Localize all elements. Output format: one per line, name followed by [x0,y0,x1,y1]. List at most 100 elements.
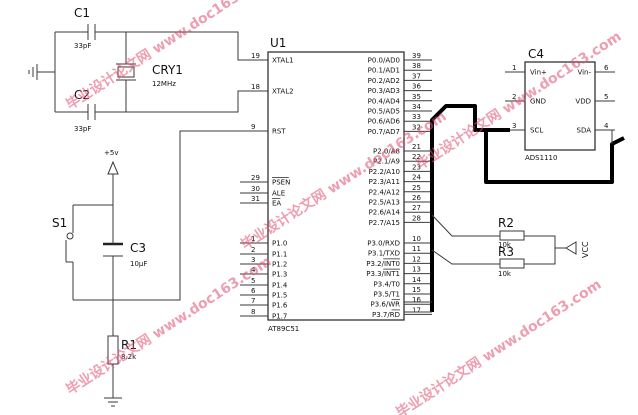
pullup-network [431,214,566,265]
c3-value: 10μF [130,260,147,268]
switch-s1: S1 [52,216,74,263]
crystal-cry1: CRY1 12MHz [116,63,183,88]
pin-name: EA [272,200,281,208]
pin-name: VDD [575,98,591,106]
pin-number: 26 [412,194,421,202]
u1-body [267,51,405,321]
pin-number: 19 [251,52,260,60]
pin-number: 13 [412,266,421,274]
pin-number: 37 [412,72,421,80]
pin-name: RST [272,128,286,136]
ground-left-icon [28,64,38,80]
pin-number: 12 [412,255,421,263]
pin-name: P2.0/A8 [373,148,400,156]
c2-label: C2 [74,88,90,102]
reset-network [72,130,268,398]
u1-pin-p1-6: 7P1.6 [240,297,288,310]
pin-name: P3.3/INT1 [366,270,400,278]
pin-number: 11 [412,245,421,253]
u1-pin-p1-5: 6P1.5 [240,287,287,300]
pin-number: 4 [251,266,256,274]
resistor-r2: R2 10k [498,216,525,249]
supply-vcc: VCC [565,241,590,258]
pin-name: P2.6/A14 [369,209,401,217]
resistor-r3: R3 10k [498,245,525,278]
pin-number: 7 [251,297,255,305]
pin-name: P3.0/RXD [367,240,400,248]
pin-number: 14 [412,276,421,284]
pin-name: P1.7 [272,313,287,321]
u1-right-pins: 39P0.0/AD038P0.1/AD137P0.2/AD236P0.3/AD3… [366,52,432,319]
u1-pin-p1-1: 2P1.1 [240,246,287,259]
c4-label: C4 [528,47,544,61]
r2-label: R2 [498,216,514,230]
u1-pin-p1-0: 1P1.0 [240,235,287,248]
pin-number: 9 [251,123,255,131]
pin-name: P2.5/A13 [369,199,400,207]
pin-number: 23 [412,163,421,171]
pin-number: 8 [251,308,255,316]
u1-label: U1 [270,36,286,50]
pin-number: 2 [512,93,516,101]
c2-value: 33pF [74,125,91,133]
pin-name: P3.4/T0 [374,280,400,288]
r1-value: 8.2k [121,353,137,361]
pin-name: P0.3/AD3 [368,87,400,95]
pin-number: 6 [604,64,609,72]
pin-number: 10 [412,235,421,243]
u1-pin-p1-3: 4P1.3 [240,266,287,279]
pin-number: 5 [251,277,255,285]
pin-number: 30 [251,185,260,193]
pin-name: P1.0 [272,240,287,248]
pin-name: P1.3 [272,271,287,279]
watermark-text: 毕业设计论文网 www.doc163.com [413,28,624,174]
c4-model: ADS1110 [525,154,557,162]
pin-name: P0.1/AD1 [368,67,400,75]
pin-number: 35 [412,93,421,101]
pin-name: P2.4/A12 [369,188,400,196]
r3-label: R3 [498,245,514,259]
resistor-r1: R1 8.2k [107,335,137,365]
pin-number: 25 [412,184,421,192]
r3-value: 10k [498,270,512,278]
pin-number: 24 [412,174,421,182]
pin-name: P0.7/AD7 [368,128,400,136]
pin-number: 31 [251,195,260,203]
c1-label: C1 [74,6,90,20]
pin-name: P3.2/INT0 [366,260,400,268]
pin-name: SCL [530,127,543,135]
pin-number: 1 [251,235,255,243]
r1-label: R1 [121,338,137,352]
pin-name: P2.3/A11 [369,178,400,186]
r2-value: 10k [498,241,512,249]
cry1-value: 12MHz [152,80,176,88]
pin-name: P1.6 [272,302,288,310]
pin-name: P0.0/AD0 [368,57,400,65]
